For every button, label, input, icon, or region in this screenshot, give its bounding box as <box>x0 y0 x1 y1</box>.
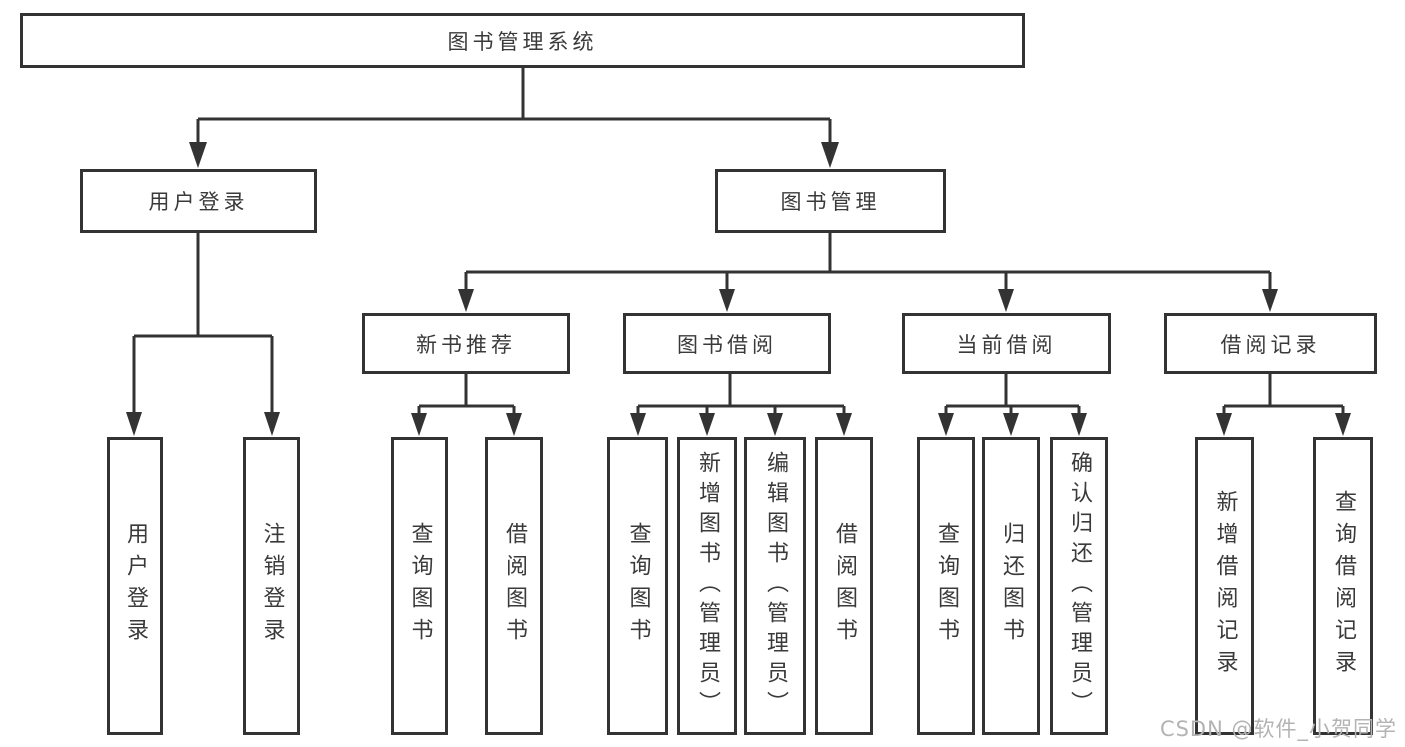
node-book-management: 图书管理 <box>715 169 946 233</box>
node-user-login: 用户登录 <box>80 169 317 233</box>
leaf-query-books-recommend: 查询图书 <box>391 437 448 735</box>
leaf-confirm-return-admin: 确认归还（管理员） <box>1050 437 1108 735</box>
leaf-return-books: 归还图书 <box>982 437 1040 735</box>
leaf-add-borrow-record: 新增借阅记录 <box>1195 437 1254 735</box>
csdn-watermark: CSDN @软件_小贺同学 <box>1159 717 1397 741</box>
leaf-borrow-books: 借阅图书 <box>815 437 873 735</box>
leaf-borrow-books-recommend: 借阅图书 <box>485 437 543 735</box>
node-book-borrow: 图书借阅 <box>623 313 831 374</box>
node-root-system: 图书管理系统 <box>20 13 1025 68</box>
node-current-borrow: 当前借阅 <box>902 313 1111 374</box>
leaf-user-login: 用户登录 <box>107 437 163 735</box>
leaf-edit-books-admin: 编辑图书（管理员） <box>744 437 806 735</box>
leaf-query-books-current: 查询图书 <box>917 437 975 735</box>
leaf-logout: 注销登录 <box>243 437 300 735</box>
leaf-add-books-admin: 新增图书（管理员） <box>677 437 737 735</box>
leaf-query-books-borrow: 查询图书 <box>607 437 668 735</box>
leaf-query-borrow-record: 查询借阅记录 <box>1313 437 1373 735</box>
node-new-book-recommend: 新书推荐 <box>362 313 570 374</box>
node-borrow-records: 借阅记录 <box>1164 313 1377 374</box>
